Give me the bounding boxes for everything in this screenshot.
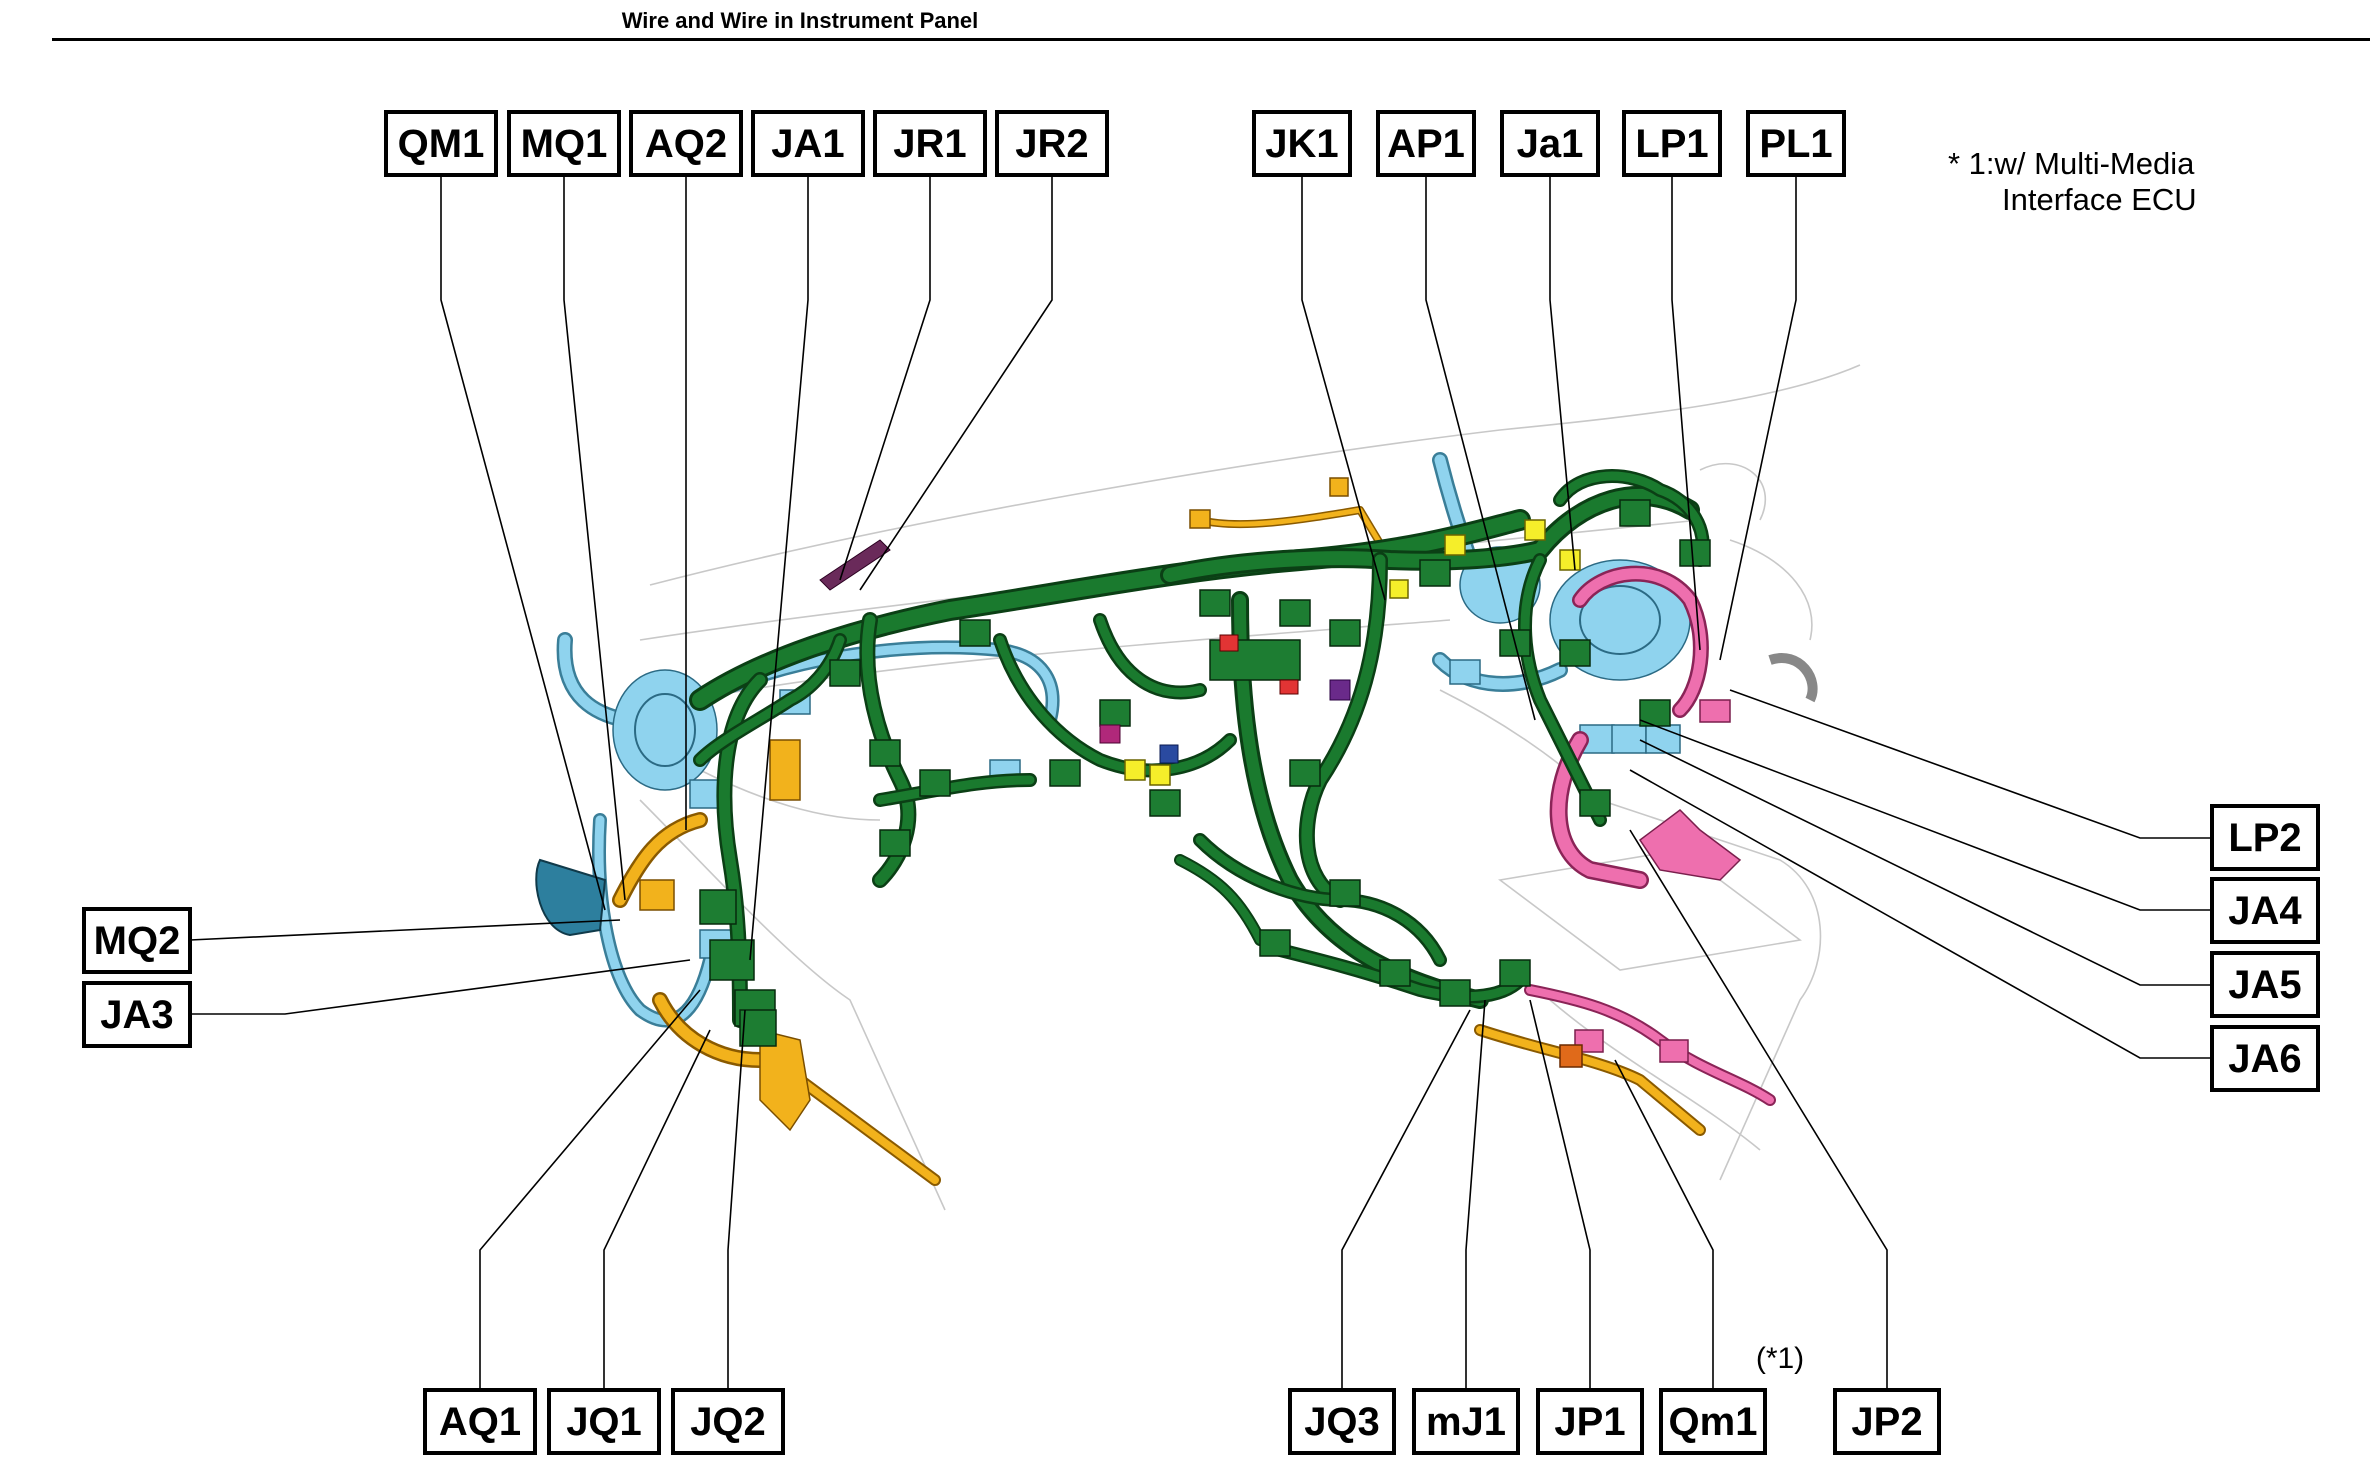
svg-text:JA5: JA5 — [2228, 963, 2301, 1007]
connector-label-mJ1[interactable]: mJ1 — [1412, 1388, 1520, 1455]
connector-label-JP1[interactable]: JP1 — [1536, 1388, 1644, 1455]
svg-text:JA3: JA3 — [100, 993, 173, 1037]
connector-label-AQ1[interactable]: AQ1 — [423, 1388, 537, 1455]
svg-text:PL1: PL1 — [1759, 122, 1832, 166]
connector-label-JA4[interactable]: JA4 — [2210, 877, 2320, 944]
main-green-harness — [689, 469, 1711, 1047]
svg-text:JR2: JR2 — [1015, 122, 1088, 166]
connector-label-MQ2[interactable]: MQ2 — [82, 907, 192, 974]
svg-text:LP2: LP2 — [2228, 816, 2301, 860]
svg-text:JA6: JA6 — [2228, 1037, 2301, 1081]
connector-label-LP2[interactable]: LP2 — [2210, 804, 2320, 871]
svg-text:Ja1: Ja1 — [1517, 122, 1584, 166]
note-line-2: Interface ECU — [2002, 182, 2197, 217]
orange-harness — [612, 477, 1706, 1186]
label-group-bottom-left: AQ1 JQ1 JQ2 — [423, 1388, 785, 1455]
connector-label-JA3[interactable]: JA3 — [82, 981, 192, 1048]
connector-label-JK1[interactable]: JK1 — [1252, 110, 1352, 177]
connector-label-PL1[interactable]: PL1 — [1746, 110, 1846, 177]
connector-label-Ja1[interactable]: Ja1 — [1500, 110, 1600, 177]
connector-label-JR1[interactable]: JR1 — [873, 110, 987, 177]
connector-label-JA6[interactable]: JA6 — [2210, 1025, 2320, 1092]
label-group-right: LP2 JA4 JA5 JA6 — [2210, 804, 2320, 1092]
svg-text:JQ1: JQ1 — [566, 1400, 642, 1444]
svg-text:mJ1: mJ1 — [1426, 1400, 1506, 1444]
svg-text:JP2: JP2 — [1851, 1400, 1922, 1444]
connector-label-QM1[interactable]: QM1 — [384, 110, 498, 177]
svg-text:Qm1: Qm1 — [1669, 1400, 1758, 1444]
connector-label-Qm1[interactable]: Qm1 — [1659, 1388, 1767, 1455]
svg-text:JQ3: JQ3 — [1304, 1400, 1380, 1444]
svg-text:MQ2: MQ2 — [94, 919, 181, 963]
connector-label-LP1[interactable]: LP1 — [1622, 110, 1722, 177]
svg-text:QM1: QM1 — [398, 122, 485, 166]
label-group-top-left: QM1 MQ1 AQ2 JA1 JR1 JR2 — [384, 110, 1109, 177]
title-rule — [52, 38, 2370, 41]
connector-label-JR2[interactable]: JR2 — [995, 110, 1109, 177]
svg-text:JA4: JA4 — [2228, 889, 2302, 933]
label-group-left: MQ2 JA3 — [82, 907, 192, 1048]
connector-label-AP1[interactable]: AP1 — [1376, 110, 1476, 177]
page-title: Wire and Wire in Instrument Panel — [621, 8, 979, 33]
leader-lines — [189, 175, 2212, 1390]
svg-text:LP1: LP1 — [1635, 122, 1708, 166]
label-group-bottom-right: JQ3 mJ1 JP1 Qm1 (*1) JP2 — [1288, 1342, 1941, 1455]
svg-text:JA1: JA1 — [771, 122, 844, 166]
connector-label-JQ1[interactable]: JQ1 — [547, 1388, 661, 1455]
svg-text:AQ2: AQ2 — [645, 122, 727, 166]
svg-text:JP1: JP1 — [1554, 1400, 1625, 1444]
svg-text:JQ2: JQ2 — [690, 1400, 766, 1444]
svg-text:MQ1: MQ1 — [521, 122, 608, 166]
svg-text:JR1: JR1 — [893, 122, 966, 166]
connector-label-JQ3[interactable]: JQ3 — [1288, 1388, 1396, 1455]
connector-label-JA5[interactable]: JA5 — [2210, 951, 2320, 1018]
label-group-top-right: JK1 AP1 Ja1 LP1 PL1 — [1252, 110, 1846, 177]
connector-label-JP2[interactable]: JP2 — [1833, 1388, 1941, 1455]
connector-label-AQ2[interactable]: AQ2 — [629, 110, 743, 177]
note-line-1: * 1:w/ Multi-Media — [1948, 146, 2195, 181]
yellow-connectors — [1124, 519, 1581, 786]
footnote-legend: * 1:w/ Multi-Media Interface ECU — [1948, 146, 2197, 217]
footnote-marker: (*1) — [1756, 1342, 1804, 1375]
connector-label-JQ2[interactable]: JQ2 — [671, 1388, 785, 1455]
svg-text:AP1: AP1 — [1387, 122, 1465, 166]
connector-label-MQ1[interactable]: MQ1 — [507, 110, 621, 177]
svg-text:AQ1: AQ1 — [439, 1400, 521, 1444]
svg-text:JK1: JK1 — [1265, 122, 1338, 166]
connector-label-JA1[interactable]: JA1 — [751, 110, 865, 177]
